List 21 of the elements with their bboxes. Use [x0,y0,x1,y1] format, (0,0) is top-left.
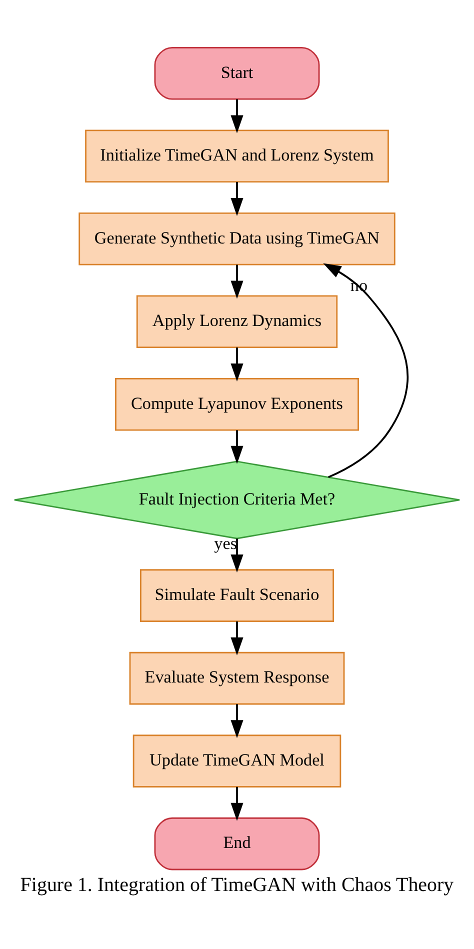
arrow [230,538,244,572]
node-box: Apply Lorenz Dynamics [136,294,338,348]
arrow [230,346,244,381]
node-box: Generate Synthetic Data using TimeGAN [78,212,396,265]
node-box: Evaluate System Response [129,651,345,704]
node-box: Compute Lyapunov Exponents [115,377,359,430]
node-box: Initialize TimeGAN and Lorenz System [85,129,389,182]
arrow [230,98,244,133]
arrow [230,264,244,298]
caption: Figure 1. Integration of TimeGAN with Chaos Theory [20,874,454,896]
node-diamond: Fault Injection Criteria Met? [14,460,460,539]
arrow [230,430,244,464]
node-box: Simulate Fault Scenario [140,568,334,622]
arrow [230,181,244,216]
arrow [230,786,244,820]
arrow [230,704,244,738]
node-box: Update TimeGAN Model [132,734,342,787]
arrow [323,262,408,478]
node-box: End [154,816,320,870]
node-box: Start [154,46,320,100]
arrow [230,620,244,655]
